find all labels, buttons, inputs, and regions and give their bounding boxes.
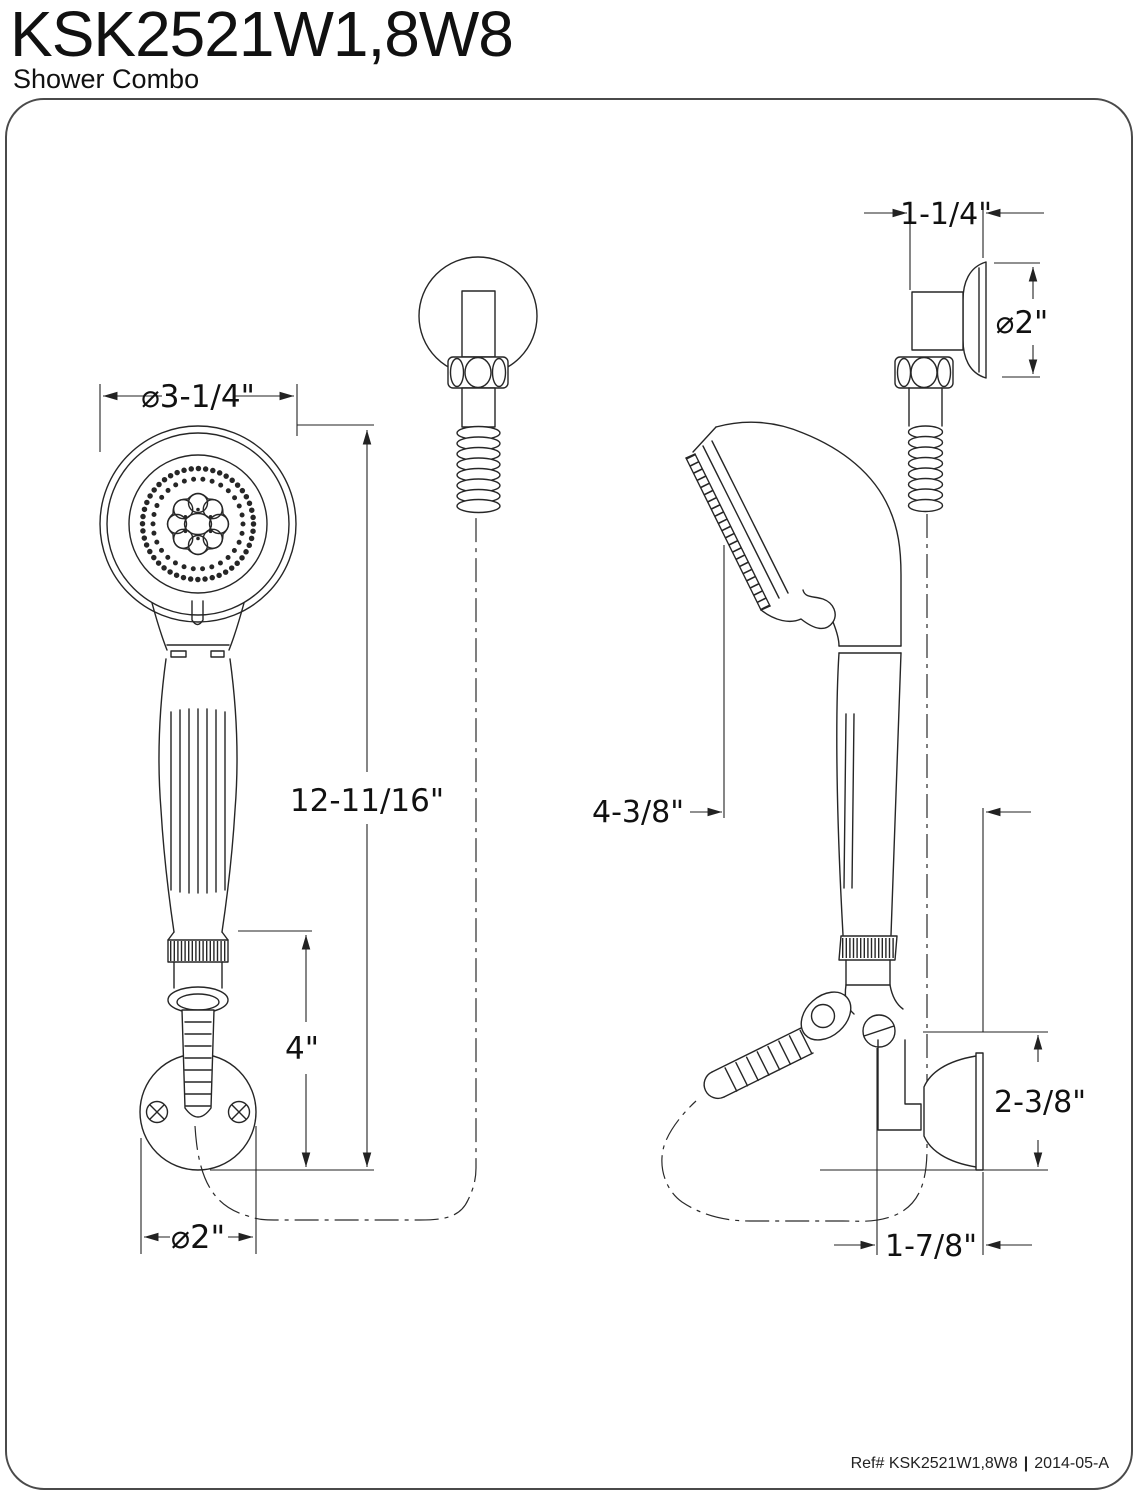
ref-revision: 2014-05-A	[1034, 1455, 1109, 1472]
wall-hook-front-view	[418, 256, 538, 514]
dim-head-to-wall-depth: 4-3/8"	[592, 795, 684, 830]
dim-bracket-projection: 1-7/8"	[885, 1229, 977, 1264]
reference-block: Ref# KSK2521W1,8W8 | 2014-05-A	[851, 1455, 1109, 1473]
ref-number: Ref# KSK2521W1,8W8	[850, 1455, 1018, 1472]
dim-supply-flange-diameter: ⌀2"	[171, 1218, 225, 1256]
dim-overall-height: 12-11/16"	[290, 783, 444, 819]
drawing-frame	[5, 98, 1133, 1490]
hose-strain-relief	[181, 1009, 215, 1118]
head-body-side	[715, 421, 902, 647]
hose-nut-knurl	[167, 939, 229, 963]
center-nozzle	[183, 512, 213, 536]
dim-hook-flange-diameter: ⌀2"	[996, 305, 1049, 341]
page-subtitle: Shower Combo	[13, 64, 200, 94]
bracket-escutcheon	[923, 1055, 977, 1168]
flange-screw-right	[227, 1100, 251, 1124]
nozzle-ring-outer	[139, 465, 257, 583]
shower-head-outline	[99, 425, 297, 623]
dim-bracket-flange-height: 2-3/8"	[994, 1085, 1086, 1120]
hose-centerline-front	[194, 514, 477, 1221]
handle-outline	[158, 658, 175, 933]
hook-flange-side	[962, 261, 987, 379]
hook-post-side	[911, 291, 964, 351]
hose-centerline-side	[661, 514, 928, 1222]
wall-hook-side-view	[894, 261, 987, 513]
dim-head-diameter: ⌀3-1/4"	[141, 379, 255, 415]
hose-spring-guard	[456, 425, 501, 514]
hand-shower-side-view	[685, 421, 984, 1171]
page-title: KSK2521W1,8W8	[10, 0, 514, 70]
nozzle-ring-inner	[150, 476, 246, 572]
dim-hook-projection: 1-1/4"	[900, 197, 992, 232]
pivot-assembly	[800, 984, 904, 1048]
flange-screw-left	[145, 1100, 169, 1124]
hose-nut-knurl-side	[838, 935, 898, 961]
handle-ribs	[170, 708, 226, 894]
dim-supply-elbow-height: 4"	[285, 1031, 319, 1067]
hose-hex-nut	[447, 356, 509, 389]
dimensions-side-view: 1-1/4" ⌀2" 4-3/8" 2-3/8" 1-7/8"	[592, 197, 1086, 1264]
wall-bracket-side	[877, 1039, 984, 1171]
hose-strain-relief-side	[703, 1027, 814, 1100]
hose-spring-guard-side	[907, 425, 944, 513]
hand-shower-front-view	[99, 425, 297, 1171]
ref-separator: |	[1023, 1455, 1029, 1472]
hook-post	[461, 290, 496, 358]
nozzle-band-side	[686, 453, 770, 611]
hose-hex-nut-side	[894, 356, 954, 389]
dimensions-front-view: ⌀3-1/4" 12-11/16" 4" ⌀2"	[99, 379, 444, 1256]
